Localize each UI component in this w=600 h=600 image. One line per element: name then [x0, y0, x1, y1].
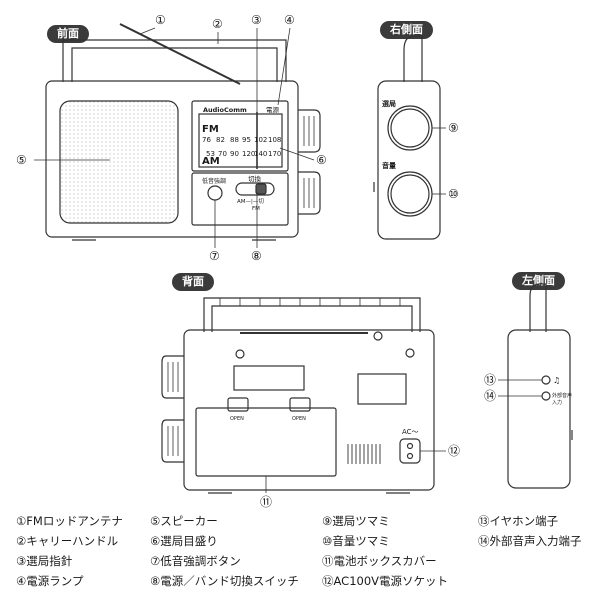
switch-label: 切換	[248, 174, 262, 183]
callout-8: ⑧	[251, 249, 262, 263]
view-badge-back: 背面	[172, 273, 214, 291]
callout-9: ⑨	[448, 121, 459, 135]
external-input-label-2: 入力	[552, 399, 562, 406]
battery-cover	[195, 407, 337, 477]
view-badge-right: 右側面	[380, 21, 433, 39]
front-knob-upper	[298, 109, 321, 153]
back-body	[183, 329, 435, 491]
callout-2: ②	[212, 17, 223, 31]
fm-scale-label: 82	[216, 136, 225, 144]
am-scale-label: 53	[206, 150, 215, 158]
bass-boost-button	[207, 185, 223, 201]
am-scale-label: 120	[242, 150, 255, 158]
view-badge-left: 左側面	[512, 272, 565, 290]
front-view	[45, 23, 321, 241]
dx-button-label: 低音強調	[202, 177, 226, 185]
fm-scale-label: 95	[242, 136, 251, 144]
am-scale-label: 170	[268, 150, 281, 158]
am-scale-label: 90	[230, 150, 239, 158]
earphone-jack	[541, 375, 551, 385]
callout-7: ⑦	[209, 249, 220, 263]
front-antenna	[119, 23, 241, 85]
am-scale-label: 70	[218, 150, 227, 158]
front-handle	[62, 39, 287, 82]
fm-scale-label: 88	[230, 136, 239, 144]
view-badge-front: 前面	[47, 25, 89, 43]
callout-5: ⑤	[16, 153, 27, 167]
front-speaker	[59, 100, 179, 224]
front-dial-window	[198, 113, 283, 168]
external-input-label-1: 外部音声	[552, 392, 572, 399]
right-view	[373, 35, 441, 240]
back-view	[161, 297, 435, 494]
right-handle	[403, 35, 423, 82]
back-handle	[203, 297, 421, 332]
fm-scale-label: 76	[202, 136, 211, 144]
callout-markers: ① ② ③ ④ ⑤ ⑥ ⑦ ⑧ ⑨ ⑩ ⑪ ⑫ ⑬ ⑭	[16, 13, 496, 509]
brand-label: AudioComm	[203, 106, 247, 114]
battery-open-label-1: OPEN	[230, 416, 244, 422]
front-body	[45, 80, 299, 238]
tuning-knob-label: 選局	[382, 99, 396, 108]
callout-3: ③	[251, 13, 262, 27]
volume-knob-label: 音量	[382, 161, 396, 170]
callout-14: ⑭	[484, 389, 496, 403]
am-band-label: AM	[202, 156, 220, 167]
front-panel	[191, 100, 289, 172]
front-knob-lower	[298, 171, 321, 215]
fm-scale-label: 102	[254, 136, 267, 144]
callout-13: ⑬	[484, 373, 496, 387]
callout-10: ⑩	[448, 187, 459, 201]
left-view	[507, 283, 573, 489]
back-vent	[347, 444, 381, 464]
callout-1: ①	[155, 13, 166, 27]
right-body	[377, 80, 441, 240]
external-input-jack	[541, 391, 551, 401]
fm-band-label: FM	[202, 124, 219, 135]
tuning-knob	[387, 105, 433, 151]
battery-open-label-2: OPEN	[292, 416, 306, 422]
am-scale-label: 140	[254, 150, 267, 158]
callout-11: ⑪	[260, 495, 272, 509]
front-control-panel	[191, 172, 289, 226]
ac-label: AC～	[402, 428, 419, 436]
fm-scale-label: 108	[268, 136, 281, 144]
callout-12: ⑫	[448, 444, 460, 458]
volume-knob	[387, 171, 433, 217]
callout-6: ⑥	[316, 153, 327, 167]
headphone-icon: ♫	[553, 376, 560, 385]
band-switch	[235, 182, 275, 196]
switch-am-label: AM—|—切	[237, 198, 264, 205]
callout-4: ④	[284, 13, 295, 27]
ac-socket	[399, 438, 421, 464]
switch-fm-label: FM	[252, 206, 260, 212]
left-body	[507, 329, 571, 489]
left-handle	[529, 283, 547, 332]
power-lamp-label: 電源	[266, 105, 280, 114]
